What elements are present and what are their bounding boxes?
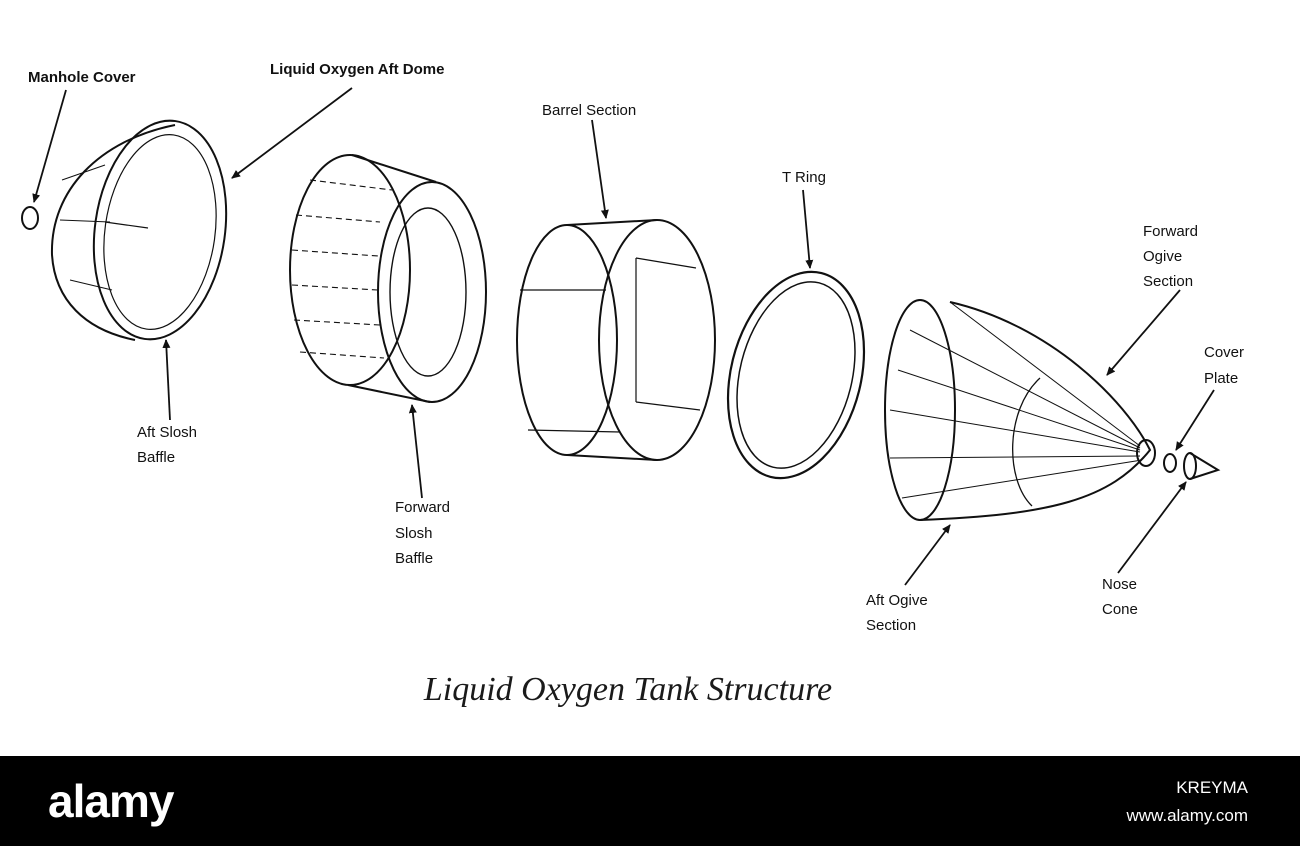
label-forward-ogive-line2: Ogive — [1143, 248, 1182, 265]
alamy-logo: alamy — [48, 775, 174, 827]
label-forward-slosh-line2: Slosh — [395, 525, 433, 542]
ogive-section-part — [884, 299, 1156, 521]
label-lox-aft-dome: Liquid Oxygen Aft Dome — [270, 61, 444, 78]
label-nose-cone-line1: Nose — [1102, 576, 1137, 593]
label-aft-ogive-line2: Section — [866, 617, 916, 634]
label-manhole-cover: Manhole Cover — [28, 69, 136, 86]
site-url: www.alamy.com — [1126, 806, 1248, 825]
watermark-footer: alamy KREYMA www.alamy.com — [0, 756, 1300, 846]
nose-cone-part — [1183, 452, 1221, 480]
label-forward-ogive-line1: Forward — [1143, 223, 1198, 240]
leader-arrows — [32, 87, 1215, 586]
label-forward-ogive-line3: Section — [1143, 273, 1193, 290]
label-forward-slosh-line3: Baffle — [395, 550, 433, 567]
t-ring-part — [726, 270, 866, 480]
label-cover-plate-line1: Cover — [1204, 344, 1244, 361]
label-barrel-section: Barrel Section — [542, 102, 636, 119]
label-aft-slosh-line1: Aft Slosh — [137, 424, 197, 441]
manhole-cover-part — [21, 206, 39, 230]
label-aft-ogive-line1: Aft Ogive — [866, 592, 928, 609]
forward-slosh-baffle-part — [289, 154, 487, 403]
label-forward-slosh-line1: Forward — [395, 499, 450, 516]
aft-dome-part — [50, 119, 228, 341]
label-t-ring: T Ring — [782, 169, 826, 186]
lox-tank-diagram: Manhole Cover Liquid Oxygen Aft Dome Bar… — [21, 61, 1244, 708]
diagram-caption: Liquid Oxygen Tank Structure — [423, 671, 832, 708]
label-cover-plate-line2: Plate — [1204, 370, 1238, 387]
image-id: KREYMA — [1176, 778, 1248, 797]
cover-plate-part — [1163, 453, 1177, 473]
label-aft-slosh-line2: Baffle — [137, 449, 175, 466]
label-nose-cone-line2: Cone — [1102, 601, 1138, 618]
barrel-section-part — [516, 219, 716, 461]
